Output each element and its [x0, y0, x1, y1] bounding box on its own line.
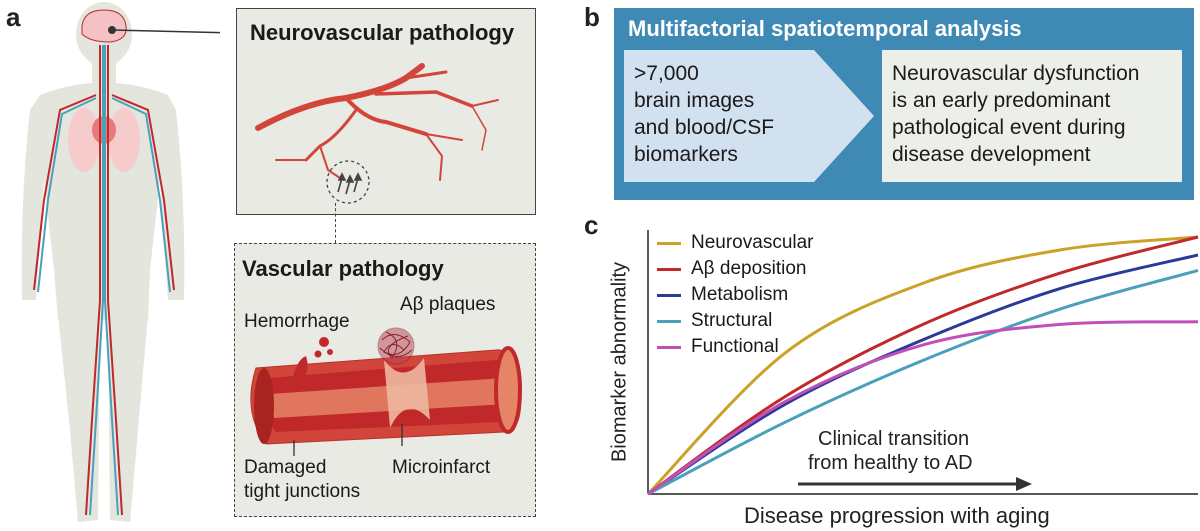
panel-letter-a: a — [6, 2, 21, 32]
human-body-illustration — [21, 2, 220, 522]
panel-letter-b: b — [584, 2, 600, 32]
legend-swatch-2 — [657, 293, 681, 297]
legend-label-0: Neurovascular — [691, 232, 814, 253]
y-axis-label: Biomarker abnormality — [608, 261, 631, 463]
vessel-branch-illustration — [255, 63, 499, 204]
hemorrhage-label: Hemorrhage — [244, 311, 350, 332]
analysis-input-line-2: brain images — [634, 89, 755, 112]
analysis-result-line-3: pathological event during — [892, 116, 1126, 139]
legend-swatch-4 — [657, 345, 681, 349]
analysis-result-line-2: is an early predominant — [892, 89, 1111, 112]
transition-annotation-line-1: Clinical transition — [818, 428, 970, 450]
legend-item-4: Functional — [657, 336, 779, 358]
plaques-label: Aβ plaques — [400, 294, 496, 315]
vessel-cross-section-illustration — [250, 327, 522, 456]
legend-label-4: Functional — [691, 336, 779, 357]
transition-annotation-line-2: from healthy to AD — [808, 452, 973, 474]
analysis-result-line-4: disease development — [892, 143, 1091, 166]
legend-swatch-0 — [657, 241, 681, 245]
analysis-result-line-1: Neurovascular dysfunction — [892, 62, 1140, 85]
legend-swatch-1 — [657, 267, 681, 271]
vascular-pathology-title: Vascular pathology — [242, 256, 444, 281]
analysis-input-line-3: and blood/CSF — [634, 116, 775, 139]
neurovascular-pathology-title: Neurovascular pathology — [250, 20, 515, 45]
x-axis-label: Disease progression with aging — [744, 503, 1050, 528]
legend-item-3: Structural — [657, 310, 772, 332]
analysis-flow-arrow — [624, 50, 874, 182]
damaged-junctions-label-line2: tight junctions — [244, 481, 361, 502]
legend-label-1: Aβ deposition — [691, 258, 807, 279]
legend-item-2: Metabolism — [657, 284, 788, 306]
analysis-input-line-1: >7,000 — [634, 62, 699, 85]
analysis-title: Multifactorial spatiotemporal analysis — [628, 16, 1022, 41]
transition-arrow-head — [1016, 477, 1032, 491]
damaged-junctions-label-line1: Damaged — [244, 457, 327, 478]
legend-item-0: Neurovascular — [657, 232, 814, 254]
legend-item-1: Aβ deposition — [657, 258, 807, 280]
microinfarct-label: Microinfarct — [392, 457, 491, 478]
analysis-input-line-4: biomarkers — [634, 143, 738, 166]
legend-label-3: Structural — [691, 310, 773, 331]
analysis-result-box — [882, 50, 1182, 182]
legend-label-2: Metabolism — [691, 284, 789, 305]
panel-letter-c: c — [584, 210, 599, 240]
legend-swatch-3 — [657, 319, 681, 323]
connector-dashed-line — [335, 203, 336, 243]
